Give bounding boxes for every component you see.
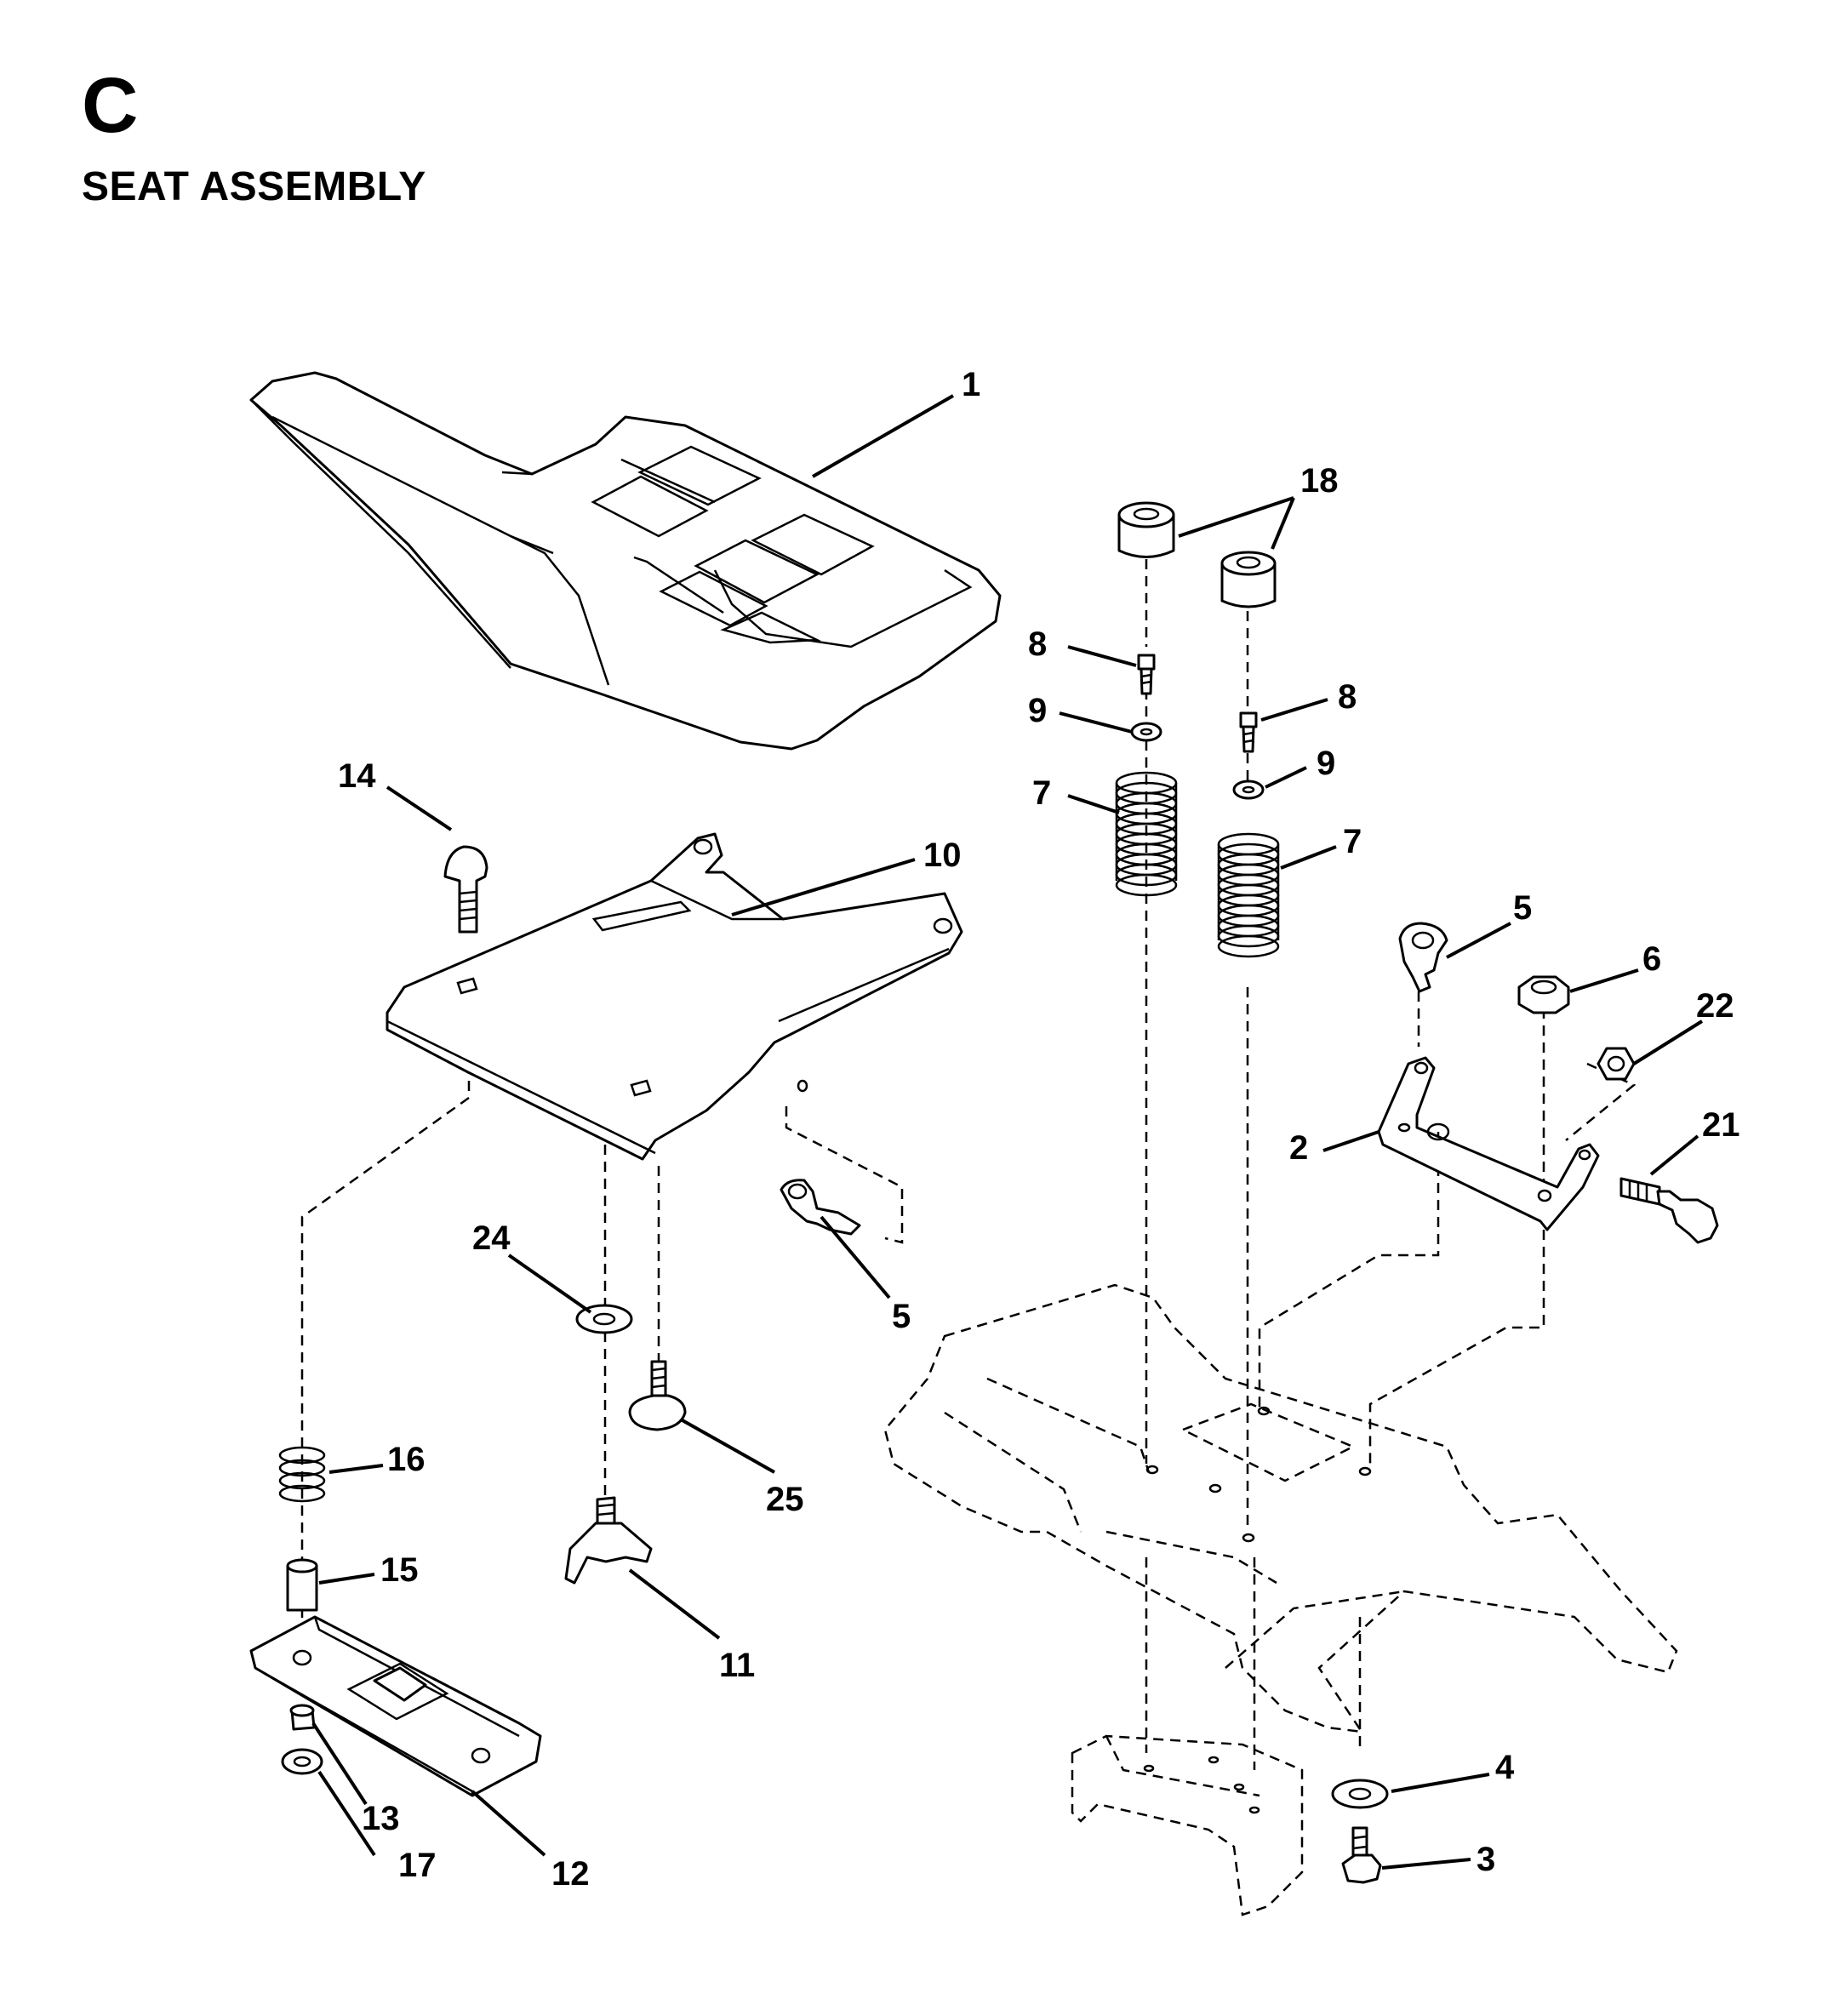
callout-1: 1 [962, 366, 980, 403]
screw-left [1137, 654, 1156, 695]
callout-7-right: 7 [1343, 823, 1362, 860]
callout-17: 17 [398, 1847, 437, 1884]
seat-pan [386, 832, 963, 1161]
callout-8-left: 8 [1028, 625, 1047, 663]
callout-18: 18 [1300, 462, 1339, 500]
callout-9-left: 9 [1028, 692, 1047, 729]
callout-11: 11 [719, 1647, 755, 1684]
seat-cushion [249, 371, 1002, 751]
spring-left [1115, 771, 1178, 897]
washer-4 [1331, 1779, 1389, 1809]
seat-clip-left [780, 1179, 861, 1236]
callout-labels: 1 10 14 18 8 9 7 8 9 7 5 6 22 2 21 5 24 … [338, 366, 1740, 1893]
callout-5-right: 5 [1513, 889, 1532, 927]
callout-13: 13 [362, 1800, 400, 1837]
callout-16: 16 [387, 1441, 426, 1478]
adjustment-knob [564, 1496, 653, 1585]
nut-13 [289, 1704, 316, 1731]
lock-nut-6 [1517, 975, 1570, 1014]
rubber-bumper-right [1220, 551, 1277, 608]
slide-bracket [249, 1615, 542, 1797]
screw-right [1239, 711, 1258, 753]
callout-24: 24 [472, 1219, 511, 1257]
seat-clip-right [1398, 922, 1448, 993]
callout-21: 21 [1702, 1106, 1740, 1144]
carriage-bolt [443, 845, 488, 934]
callout-2: 2 [1289, 1129, 1308, 1167]
callout-4: 4 [1495, 1749, 1515, 1786]
washer-left [1130, 722, 1162, 742]
page-title: SEAT ASSEMBLY [82, 164, 426, 209]
hex-bolt-3 [1341, 1826, 1382, 1884]
callout-14: 14 [338, 757, 376, 795]
fender-outline [883, 1283, 1678, 1916]
callout-25: 25 [766, 1481, 804, 1518]
spring-right [1217, 832, 1280, 958]
leader-lines [311, 394, 1704, 1870]
section-letter: C [82, 62, 139, 149]
shoulder-bolt [628, 1360, 687, 1431]
callout-12: 12 [551, 1855, 590, 1893]
nut-22 [1597, 1047, 1636, 1081]
spring-bracket [1377, 1056, 1600, 1231]
callout-10: 10 [923, 837, 962, 874]
callout-6: 6 [1642, 940, 1661, 978]
shoulder-bolt-21 [1619, 1177, 1719, 1244]
washer-right [1232, 780, 1265, 800]
callout-8-right: 8 [1338, 678, 1357, 716]
flange-nut-17 [281, 1748, 323, 1775]
callout-22: 22 [1696, 987, 1734, 1025]
callout-9-right: 9 [1317, 745, 1335, 782]
callout-5-left: 5 [892, 1298, 911, 1335]
rubber-bumper-left [1117, 501, 1175, 558]
callout-3: 3 [1477, 1841, 1495, 1878]
spacer-15 [286, 1558, 318, 1612]
callout-15: 15 [380, 1551, 419, 1589]
callout-7-left: 7 [1032, 774, 1051, 812]
spring-small [278, 1446, 326, 1503]
